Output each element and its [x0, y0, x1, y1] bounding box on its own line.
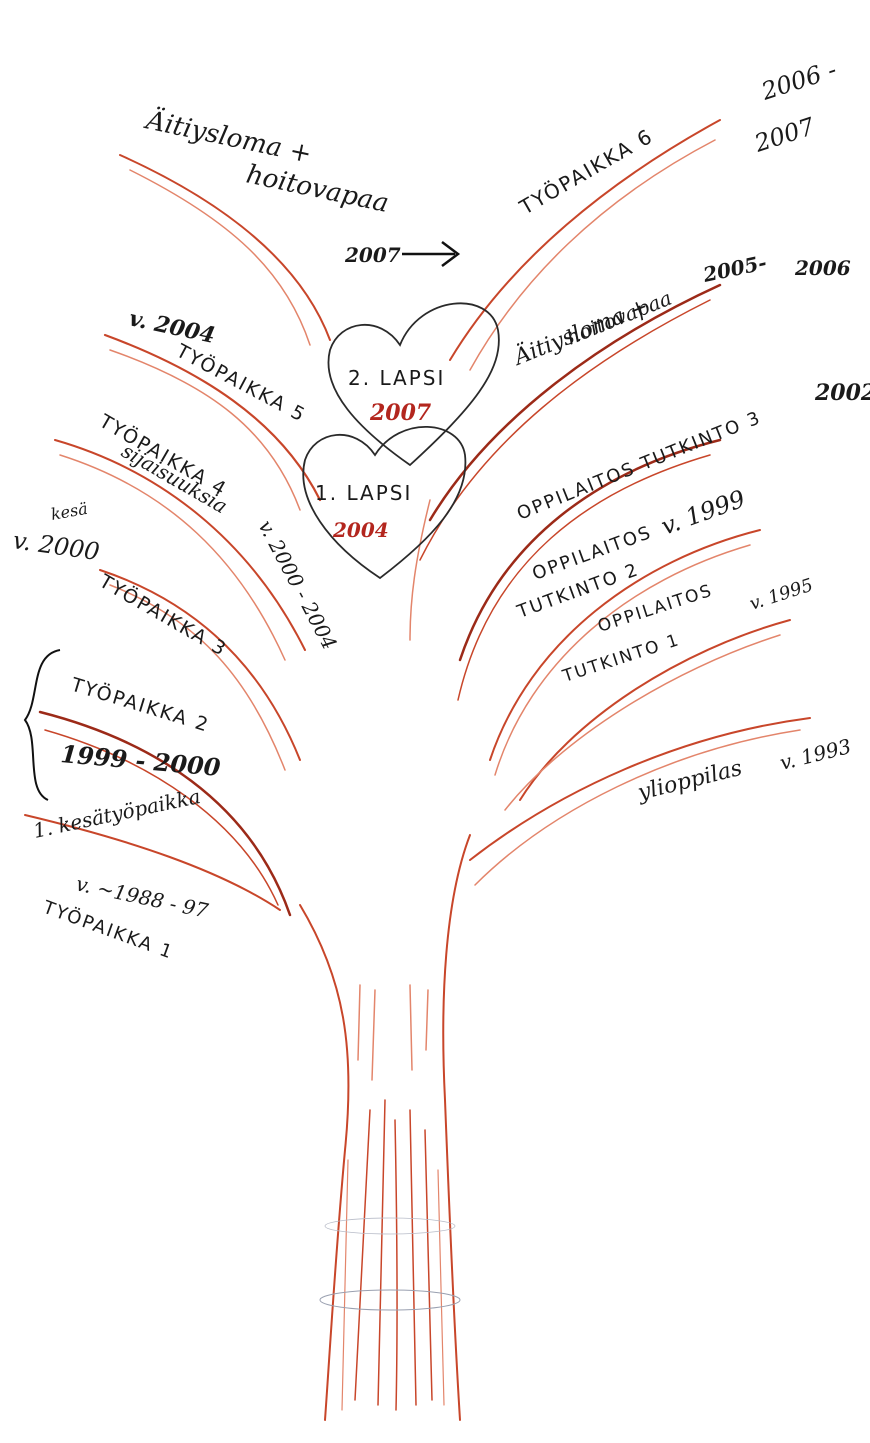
edu3-year: 2002 — [814, 380, 870, 406]
arrow-icon — [402, 241, 461, 267]
labels: Äitiysloma + hoitovapaa 2007 TYÖPAIKKA 6… — [11, 55, 870, 963]
edu1-label-b: TUTKINTO 1 — [559, 630, 682, 687]
heart-child-2 — [327, 302, 500, 467]
work3-label: TYÖPAIKKA 3 — [95, 569, 232, 661]
work5-year: v. 2004 — [127, 305, 218, 349]
edu2-year: v. 1999 — [657, 485, 748, 541]
work4-years: v. 2000 - 2004 — [254, 516, 342, 653]
child1-label: 1. LAPSI — [315, 481, 412, 505]
work6-years-2: 2007 — [750, 112, 818, 158]
school-year: v. 1993 — [777, 734, 853, 775]
right-note-years: 2005- — [700, 250, 769, 287]
work5-label: TYÖPAIKKA 5 — [172, 339, 311, 427]
heart-child-1 — [302, 425, 467, 580]
work3-note-1: kesä — [49, 499, 89, 524]
top-left-note-line2: hoitovapaa — [244, 160, 392, 219]
right-note-years-end: 2006 — [794, 256, 851, 280]
right-branches — [409, 119, 811, 886]
tree-trunk — [299, 834, 471, 1421]
edu1-year: v. 1995 — [747, 575, 816, 615]
left-branches — [24, 154, 331, 917]
work3-note-2: v. 2000 — [11, 526, 101, 566]
work1-note-1: 1. kesätyöpaikka — [31, 784, 203, 843]
curly-brace-icon — [23, 649, 61, 801]
work2-years: 1999 - 2000 — [59, 739, 221, 782]
school-label: ylioppilas — [634, 756, 744, 806]
child2-label: 2. LAPSI — [348, 366, 445, 390]
work6-years-1: 2006 - — [757, 55, 840, 106]
child1-year: 2004 — [332, 518, 389, 542]
arrow-year: 2007 — [344, 243, 401, 267]
child2-year: 2007 — [369, 400, 432, 426]
top-left-note-line1: Äitiysloma + — [142, 104, 315, 170]
